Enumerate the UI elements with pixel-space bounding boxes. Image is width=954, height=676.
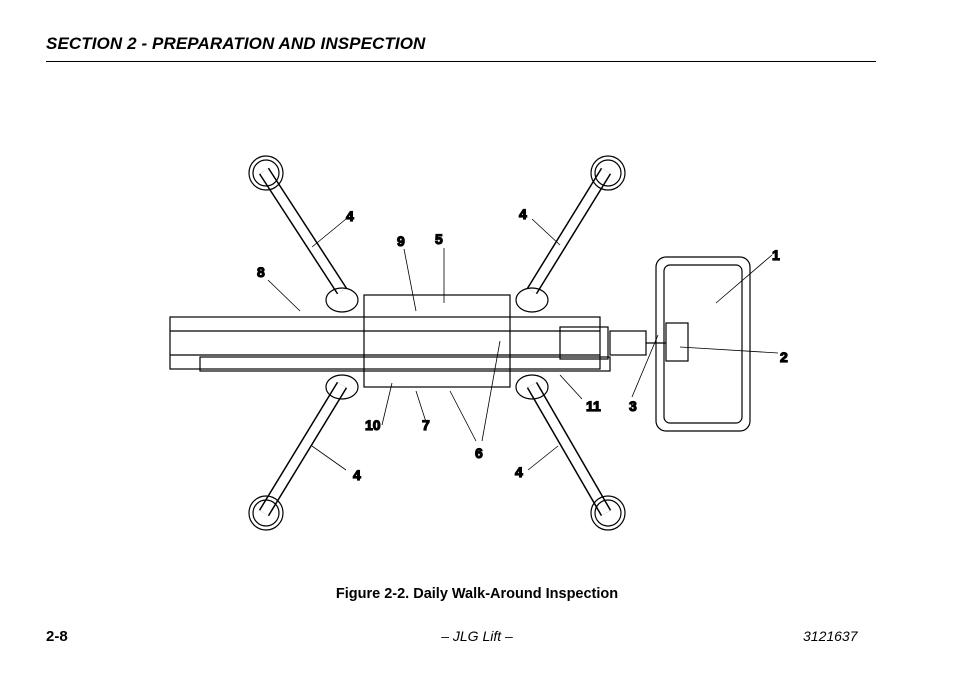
callout-1: 1 — [772, 247, 780, 263]
callout-5: 5 — [435, 231, 443, 247]
callout-4-top-left: 4 — [346, 208, 354, 224]
header-rule — [46, 61, 876, 62]
section-title: SECTION 2 - PREPARATION AND INSPECTION — [46, 34, 426, 53]
page-number: 2-8 — [46, 628, 68, 645]
callout-4-bottom-right: 4 — [515, 464, 523, 480]
outrigger-pads — [248, 155, 626, 531]
outrigger-legs — [258, 167, 612, 517]
callout-6: 6 — [475, 445, 483, 461]
callout-9: 9 — [397, 233, 405, 249]
callout-4-bottom-left: 4 — [353, 467, 361, 483]
document-number: 3121637 — [803, 628, 858, 644]
walk-around-diagram: 1 2 3 4 4 4 4 5 6 7 8 9 10 11 — [169, 155, 789, 531]
callout-10: 10 — [365, 417, 381, 433]
footer-brand: – JLG Lift – — [441, 628, 513, 644]
outrigger-swivels — [325, 287, 549, 400]
callout-2: 2 — [780, 349, 788, 365]
callout-8: 8 — [257, 264, 265, 280]
callout-11: 11 — [586, 398, 601, 414]
callout-3: 3 — [629, 398, 637, 414]
leader-lines — [267, 218, 779, 471]
callout-4-top-right: 4 — [519, 206, 527, 222]
figure-caption: Figure 2-2. Daily Walk-Around Inspection — [335, 586, 619, 602]
platform — [646, 256, 751, 432]
callout-7: 7 — [422, 417, 430, 433]
chassis-boom — [169, 294, 647, 388]
